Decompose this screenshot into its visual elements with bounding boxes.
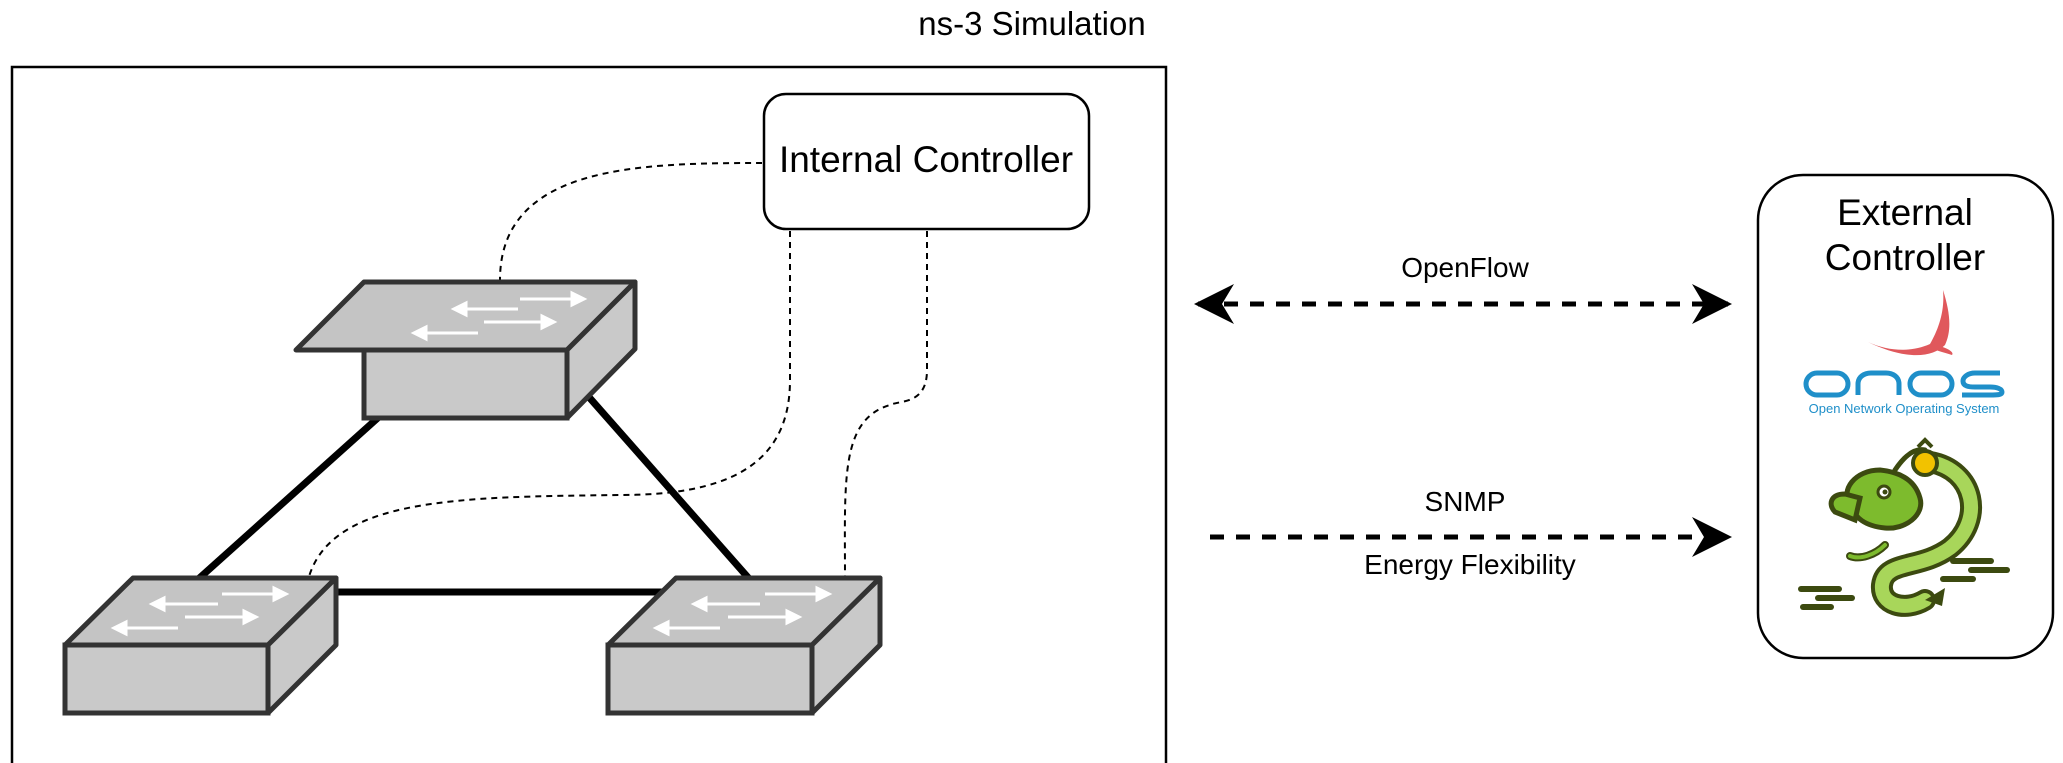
energy-flexibility-label: Energy Flexibility — [1364, 549, 1576, 580]
control-channel-right — [843, 231, 928, 581]
dragon-mascot-icon — [1798, 437, 2010, 617]
internal-controller[interactable]: Internal Controller — [762, 92, 1091, 231]
switch-links — [192, 393, 755, 596]
switch-right[interactable] — [605, 575, 883, 716]
onos-bird-icon — [1868, 290, 1953, 356]
switch-left-arrows-icon — [110, 585, 290, 637]
external-controller[interactable]: External Controller Open Network Operati… — [1756, 173, 2055, 660]
snmp-link: SNMP Energy Flexibility — [1210, 486, 1732, 580]
external-controller-title-line2: Controller — [1825, 237, 1985, 278]
control-channels — [307, 162, 928, 581]
snmp-label: SNMP — [1425, 486, 1506, 517]
onos-tagline: Open Network Operating System — [1809, 401, 2000, 416]
external-controller-title-line1: External — [1837, 192, 1973, 233]
switch-left[interactable] — [62, 575, 339, 716]
link-top-right — [585, 393, 755, 585]
control-channel-left — [307, 231, 791, 581]
simulation-title: ns-3 Simulation — [918, 5, 1145, 42]
switch-top[interactable] — [293, 279, 638, 421]
internal-controller-label: Internal Controller — [779, 139, 1073, 180]
openflow-label: OpenFlow — [1401, 252, 1529, 283]
openflow-link: OpenFlow — [1194, 252, 1732, 324]
control-channel-top — [499, 162, 763, 281]
simulation-boundary — [10, 65, 1168, 763]
onos-logo-icon — [1803, 370, 2005, 398]
switch-right-arrows-icon — [652, 585, 833, 637]
link-top-left — [192, 413, 383, 585]
switch-top-arrows-icon — [410, 290, 588, 342]
